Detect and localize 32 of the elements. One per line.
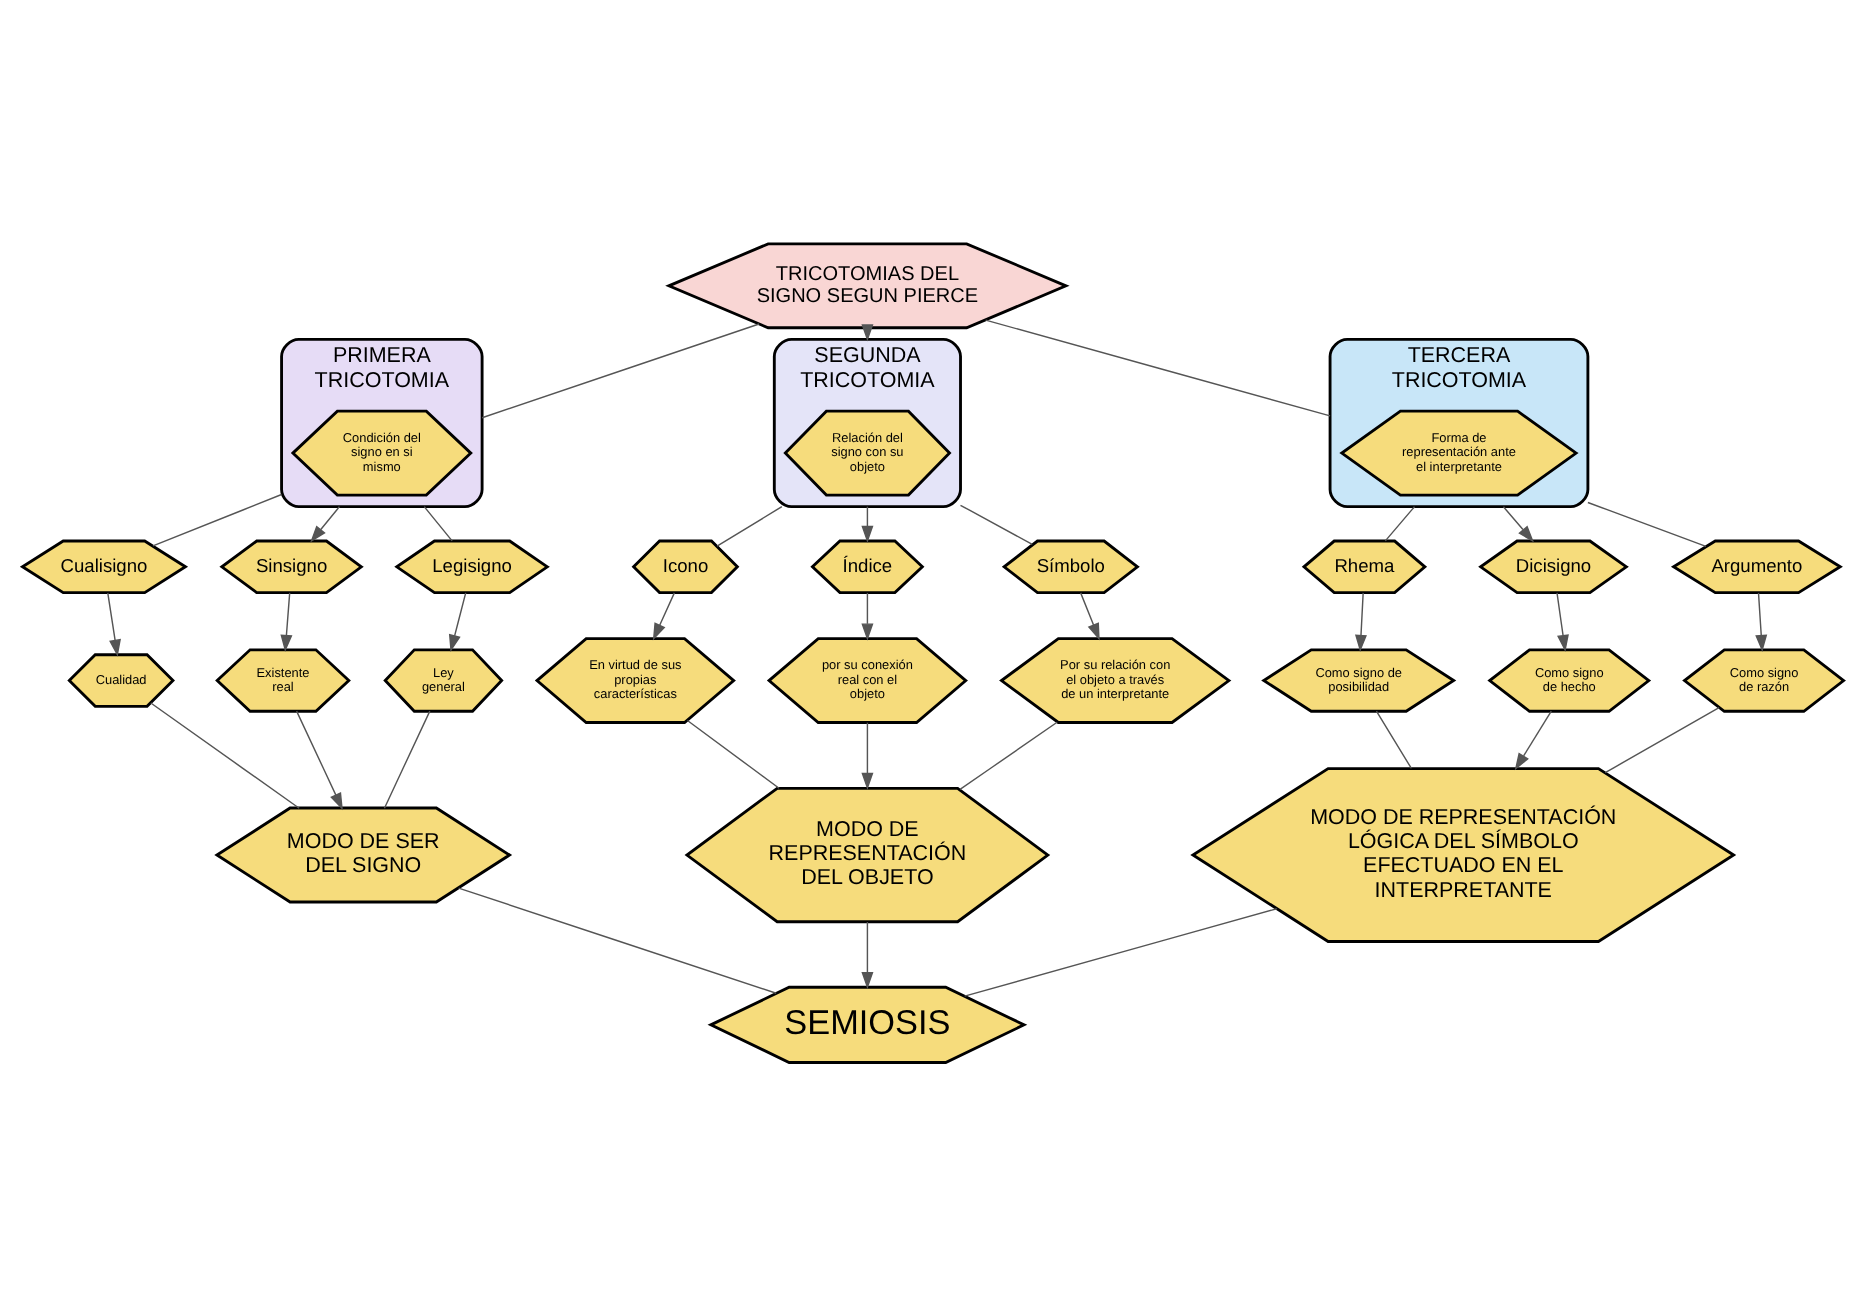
connector (716, 505, 783, 547)
connector (686, 719, 780, 789)
arrow (280, 592, 293, 653)
connector (423, 505, 453, 542)
arrow (310, 505, 341, 543)
connector (152, 493, 283, 547)
connector (1384, 505, 1416, 542)
connector (963, 908, 1278, 997)
arrow (1079, 592, 1100, 641)
connector (1587, 501, 1707, 548)
arrow (861, 721, 874, 790)
connector (959, 721, 1058, 791)
connector (985, 319, 1331, 417)
arrow (861, 592, 874, 641)
arrow (1556, 592, 1569, 653)
connector (457, 887, 777, 994)
connector (1375, 710, 1413, 770)
arrow (1755, 592, 1768, 653)
arrow (861, 505, 874, 544)
arrow (652, 592, 676, 641)
arrow (861, 921, 874, 990)
arrow (295, 710, 343, 811)
arrow (1502, 505, 1534, 543)
arrow (107, 592, 121, 657)
connector (150, 702, 300, 809)
arrow (448, 592, 467, 652)
connector (959, 504, 1033, 546)
connector (481, 323, 760, 419)
connector (1604, 706, 1720, 774)
arrow (1355, 592, 1368, 653)
arrow (1514, 710, 1552, 771)
connector (383, 710, 431, 809)
